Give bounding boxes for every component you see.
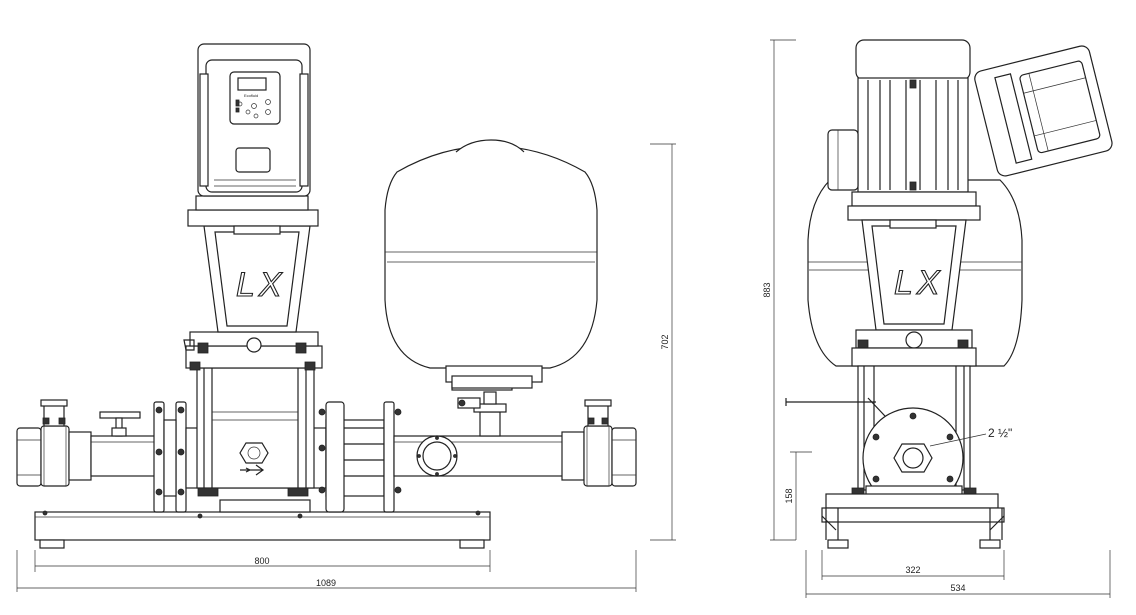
front-view: LX Ecofluid: [16, 43, 676, 592]
front-height-dimension: 702: [660, 334, 670, 349]
connection-size-label: 2 ½": [988, 426, 1012, 440]
right-flange: [318, 401, 402, 513]
overall-length-dimension: 1089: [316, 578, 336, 588]
base-length-dimension: 800: [254, 556, 269, 566]
expansion-vessel: [384, 139, 598, 389]
pump-body: [183, 331, 327, 497]
left-coupling: [16, 399, 92, 487]
overall-width-dimension: 534: [950, 583, 965, 593]
side-lantern: LX: [861, 219, 967, 331]
side-height-dimension: 883: [762, 282, 772, 297]
motor-control-unit: Ecofluid: [197, 43, 311, 197]
side-view: LX 2 ½": [762, 39, 1113, 598]
front-pump-label: LX: [236, 266, 286, 304]
side-pump-label: LX: [894, 264, 944, 302]
side-control-box: [974, 45, 1113, 177]
control-panel-brand: Ecofluid: [244, 93, 258, 98]
base-frame: [34, 499, 491, 549]
left-pipe: [90, 411, 157, 477]
base-width-dimension: 322: [905, 565, 920, 575]
right-coupling: [561, 399, 637, 487]
motor-lantern: LX: [187, 195, 319, 333]
side-motor: [827, 39, 981, 221]
side-base: [821, 493, 1005, 549]
left-flange: [153, 401, 187, 513]
side-dimensions: 883 158 322 534: [762, 39, 1111, 598]
side-pump-body: 2 ½": [785, 329, 1012, 509]
right-manifold: [393, 379, 565, 477]
front-dimensions: 800 1089 702: [16, 143, 676, 592]
outlet-height-dimension: 158: [784, 488, 794, 503]
